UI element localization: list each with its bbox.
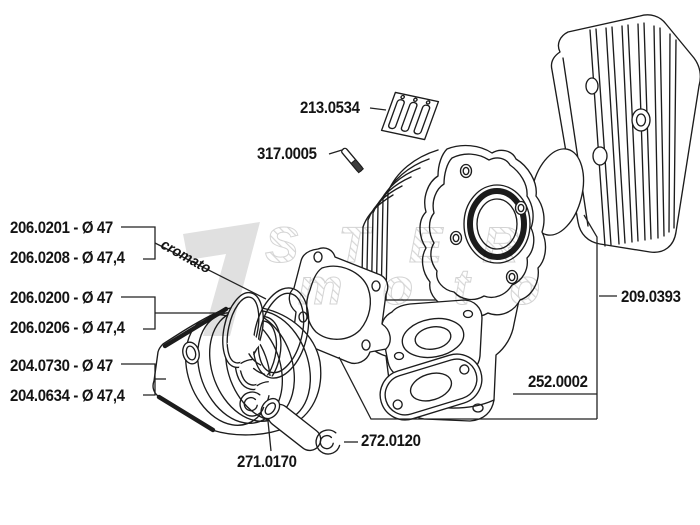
label-piston-pin: 271.0170 [237,452,297,471]
label-reed-petals: 213.0534 [300,98,360,117]
label-ring-set-47: 206.0200 - Ø 47 [10,288,113,307]
label-stud-pin: 317.0005 [257,144,317,163]
label-chrome-ring-47: 206.0201 - Ø 47 [10,218,113,237]
base-gasket-drawing [288,247,391,365]
label-piston-474: 204.0634 - Ø 47,4 [10,386,125,405]
reed-petals-drawing [380,91,440,141]
watermark-line1: STER [265,217,558,273]
leader-lines [121,107,617,452]
circlip-lower-drawing [315,429,341,455]
cylinder-head-drawing [550,14,700,253]
label-ring-set-474: 206.0206 - Ø 47,4 [10,318,125,337]
chrome-ring-drawing [227,287,310,379]
circlip-upper-drawing [239,391,265,417]
watermark-line2: moto [298,259,580,315]
exhaust-gasket-drawing [379,353,483,421]
label-cylinder-head: 209.0393 [621,287,681,306]
label-circlip: 272.0120 [361,431,421,450]
label-chrome-ring-474: 206.0208 - Ø 47,4 [10,248,125,267]
label-gasket-set: 252.0002 [528,372,588,391]
label-piston-47: 204.0730 - Ø 47 [10,356,113,375]
watermark-logo: STER moto [183,217,580,336]
stud-pin-drawing [341,147,365,174]
piston-pin-drawing [260,397,322,452]
